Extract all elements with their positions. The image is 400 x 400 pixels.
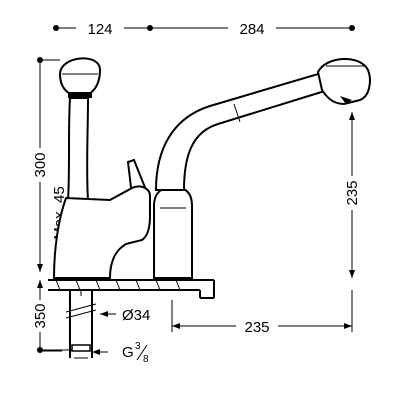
dim-235-height: 235: [344, 180, 361, 205]
lower-height-dimension: [37, 280, 72, 353]
spout-column: [153, 187, 193, 279]
faucet-handle: [58, 57, 102, 201]
spout-arm: [154, 72, 330, 191]
dim-300: 300: [32, 152, 49, 177]
dim-284: 284: [239, 21, 264, 38]
dim-350: 350: [32, 303, 49, 328]
thread-label-g: G: [122, 344, 134, 361]
thread-den: 8: [143, 354, 149, 365]
dim-235-reach: 235: [244, 319, 269, 336]
dim-diameter-34: Ø34: [122, 307, 150, 324]
faucet-body: [52, 185, 151, 279]
spray-head: [316, 57, 371, 106]
countertop: [48, 279, 215, 299]
thread-num: 3: [135, 341, 141, 352]
dim-124: 124: [87, 21, 112, 38]
supply-pipes: [65, 290, 97, 359]
